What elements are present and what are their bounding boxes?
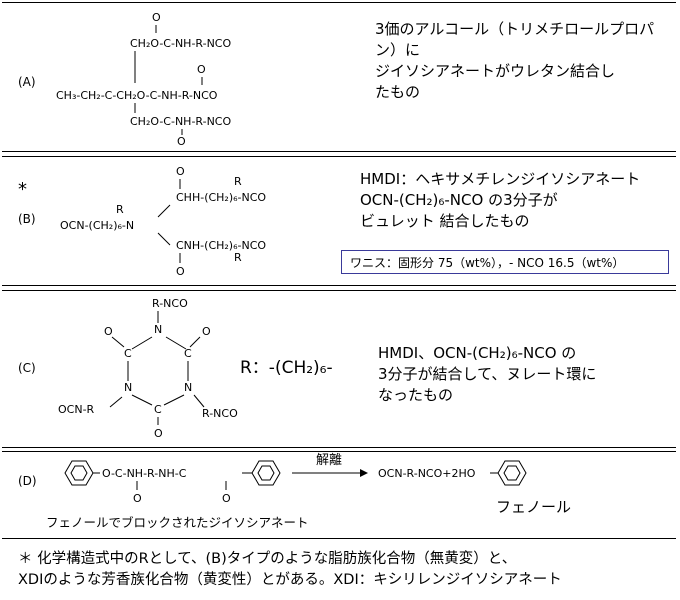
r-bottom: R xyxy=(234,251,242,264)
panel-a-label: (A) xyxy=(18,75,36,89)
panel-a: (A) O CH₂O-C-NH-R-NCO O CH₃-CH₂-C-CH₂O-C… xyxy=(2,2,676,152)
panel-a-description: 3価のアルコール（トリメチロールプロパン）に ジイソシアネートがウレタン結合し … xyxy=(375,19,676,103)
ring-c-bottom: C xyxy=(154,403,162,416)
panel-d: (D) O-C-NH-R-NH-C O O 解離 OCN-R-NCO+2HO フ… xyxy=(2,451,676,539)
blocked-chain: O-C-NH-R-NH-C xyxy=(102,467,187,480)
left-chain: OCN-(CH₂)₆-N xyxy=(60,219,134,232)
footnote-line: ＊ 化学構造式中のRとして、(B)タイプのような脂肪族化合物（無黄変）と、 xyxy=(18,551,517,567)
panel-b: * (B) O R CHH-(CH₂)₆-NCO R OCN-(CH₂)₆-N … xyxy=(2,156,676,286)
desc-line: HMDI：ヘキサメチレンジイソシアネート xyxy=(360,170,641,188)
top-substituent: R-NCO xyxy=(152,297,188,310)
carbonyl-o-1: O xyxy=(152,11,161,24)
panel-c-description: HMDI、OCN-(CH₂)₆-NCO の 3分子が結合して、ヌレート環に なっ… xyxy=(378,343,596,406)
ring-n-top: N xyxy=(154,323,162,336)
desc-line: OCN-(CH₂)₆-NCO の3分子が xyxy=(360,191,558,209)
benzene-ring-left xyxy=(64,460,94,486)
r-definition: R：-(CH₂)₆- xyxy=(240,358,333,378)
ring-n-right: N xyxy=(184,381,192,394)
desc-line: ジイソシアネートがウレタン結合し xyxy=(375,62,616,80)
desc-line: 3分子が結合して、ヌレート環に xyxy=(378,365,597,383)
desc-line: HMDI、OCN-(CH₂)₆-NCO の xyxy=(378,344,577,362)
phenol-caption: フェノール xyxy=(496,498,572,516)
r-left: R xyxy=(116,203,124,216)
panel-d-label: (D) xyxy=(18,474,37,488)
carbonyl-o-2: O xyxy=(222,492,231,505)
benzene-ring-phenol xyxy=(497,460,527,486)
varnish-spec-box: ワニス：固形分 75（wt%），- NCO 16.5（wt%） xyxy=(341,250,669,274)
footnote: ＊ 化学構造式中のRとして、(B)タイプのような脂肪族化合物（無黄変）と、 XD… xyxy=(18,549,562,591)
panel-b-label: (B) xyxy=(18,212,36,226)
desc-line: 3価のアルコール（トリメチロールプロパン）に xyxy=(375,20,655,59)
top-chain: CH₂O-C-NH-R-NCO xyxy=(130,37,231,50)
dissociation-label: 解離 xyxy=(316,453,342,468)
carbonyl-o-1: O xyxy=(133,492,142,505)
r-top: R xyxy=(234,175,242,188)
desc-line: たもの xyxy=(375,83,421,101)
carbonyl-o-top: O xyxy=(176,165,185,178)
panel-b-description: HMDI：ヘキサメチレンジイソシアネート OCN-(CH₂)₆-NCO の3分子… xyxy=(360,169,640,232)
right-substituent: R-NCO xyxy=(202,407,238,420)
carbonyl-o-left: O xyxy=(104,325,113,338)
footnote-star: * xyxy=(18,179,27,200)
mid-chain: CH₃-CH₂-C-CH₂O-C-NH-R-NCO xyxy=(56,89,218,102)
desc-line: なったもの xyxy=(378,386,454,404)
carbonyl-o-bottom: O xyxy=(154,427,163,440)
blocked-isocyanate-scheme: O-C-NH-R-NH-C O O 解離 OCN-R-NCO+2HO xyxy=(64,453,527,505)
carbonyl-o-3: O xyxy=(177,135,186,148)
carbonyl-o-right: O xyxy=(202,325,211,338)
ring-n-left: N xyxy=(124,381,132,394)
ring-c-left: C xyxy=(124,347,132,360)
bottom-chain: CNH-(CH₂)₆-NCO xyxy=(176,239,266,252)
trimethylolpropane-adduct-structure: O CH₂O-C-NH-R-NCO O CH₃-CH₂-C-CH₂O-C-NH-… xyxy=(56,11,231,148)
carbonyl-o-bottom: O xyxy=(176,265,185,278)
isocyanurate-ring-structure: R-NCO N O O C C N N C O OCN-R R-NCO xyxy=(58,297,238,440)
left-substituent: OCN-R xyxy=(58,403,95,416)
product-chain: OCN-R-NCO+2HO xyxy=(378,467,476,480)
panel-c: (C) R-NCO N O O C C N N C O OCN-R R-NCO … xyxy=(2,290,676,448)
top-chain: CHH-(CH₂)₆-NCO xyxy=(176,191,266,204)
panel-c-label: (C) xyxy=(18,361,36,375)
blocked-caption: フェノールでブロックされたジイソシアネート xyxy=(46,515,309,530)
ring-c-right: C xyxy=(184,347,192,360)
biuret-structure: O R CHH-(CH₂)₆-NCO R OCN-(CH₂)₆-N CNH-(C… xyxy=(60,165,266,278)
benzene-ring-mid xyxy=(251,460,281,486)
footnote-line: XDIのような芳香族化合物（黄変性）とがある。XDI：キシリレンジイソシアネート xyxy=(18,572,562,588)
desc-line: ビュレット 結合したもの xyxy=(360,212,530,230)
carbonyl-o-2: O xyxy=(197,63,206,76)
bottom-chain: CH₂O-C-NH-R-NCO xyxy=(130,115,231,128)
